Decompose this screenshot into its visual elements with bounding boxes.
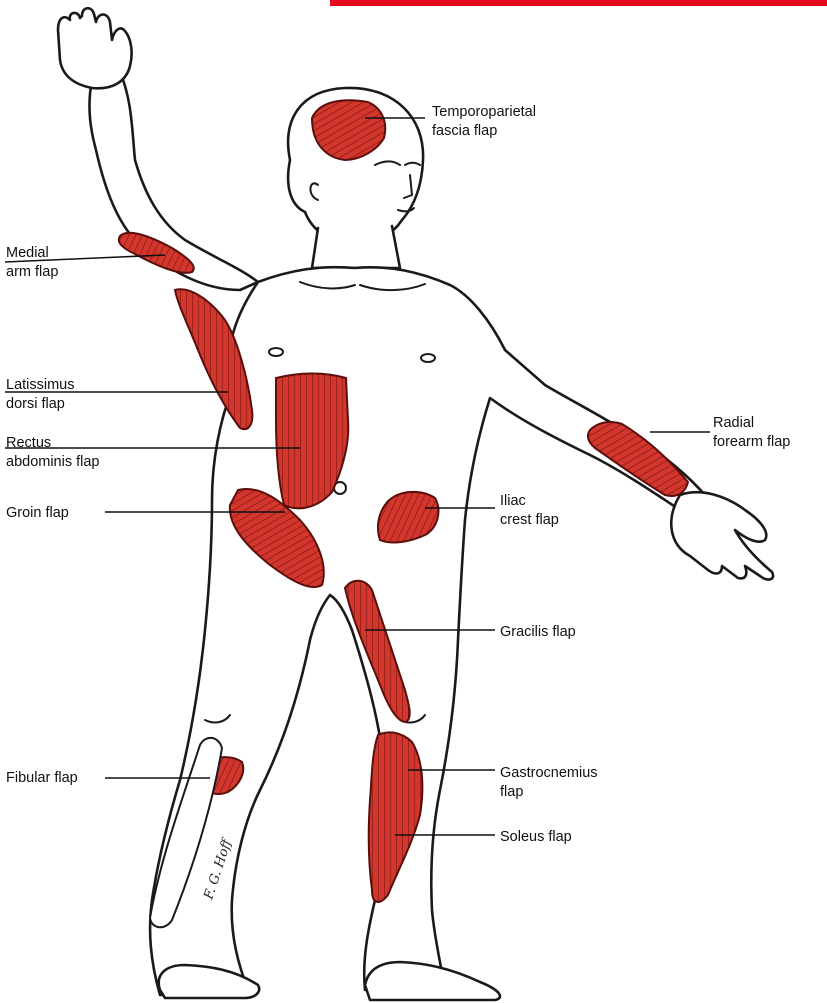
label-iliac-crest-flap: Iliac crest flap bbox=[500, 492, 559, 530]
label-latissimus-dorsi-flap: Latissimus dorsi flap bbox=[6, 376, 75, 414]
label-gastrocnemius-flap: Gastrocnemius flap bbox=[500, 764, 598, 802]
label-gracilis-flap: Gracilis flap bbox=[500, 623, 576, 642]
label-radial-forearm-flap: Radial forearm flap bbox=[713, 414, 790, 452]
neck bbox=[312, 226, 400, 268]
label-medial-arm-flap: Medial arm flap bbox=[6, 244, 58, 282]
raised-hand bbox=[58, 8, 132, 88]
label-temporoparietal-fascia-flap: Temporoparietal fascia flap bbox=[432, 103, 536, 141]
label-rectus-abdominis-flap: Rectus abdominis flap bbox=[6, 434, 100, 472]
label-groin-flap: Groin flap bbox=[6, 504, 69, 523]
extended-hand bbox=[671, 492, 773, 579]
label-soleus-flap: Soleus flap bbox=[500, 828, 572, 847]
left-foot bbox=[159, 965, 259, 998]
label-fibular-flap: Fibular flap bbox=[6, 769, 78, 788]
right-foot bbox=[365, 962, 500, 1000]
